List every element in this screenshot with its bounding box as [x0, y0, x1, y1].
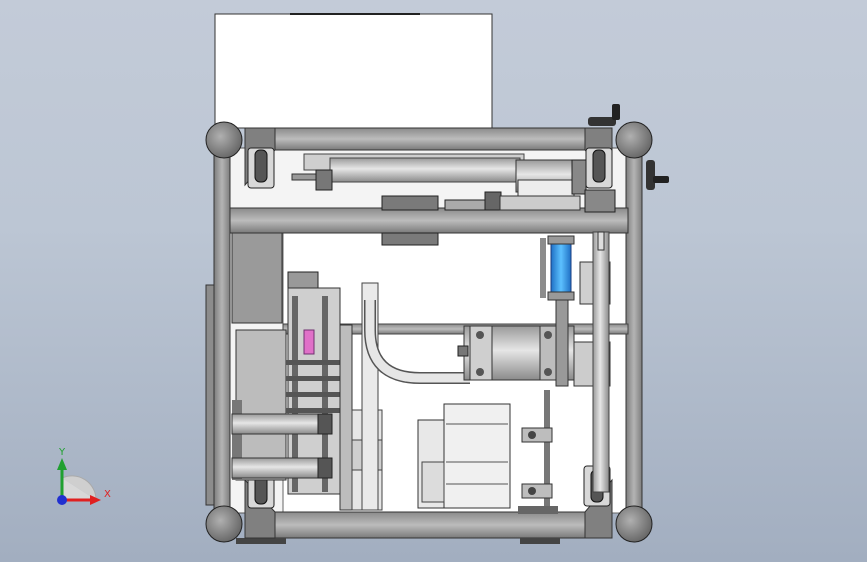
right-fittings: [518, 390, 558, 514]
left-mechanism: [231, 271, 383, 511]
motor-assembly: [457, 261, 611, 387]
corner-joints: [205, 121, 653, 543]
y-axis-label: Y: [58, 447, 66, 458]
x-axis-label: X: [104, 489, 111, 500]
frame-beams: [229, 127, 629, 544]
top-enclosure: [214, 13, 493, 129]
cable-duct: [361, 282, 470, 511]
left-side-plate: [205, 232, 283, 506]
right-tube: [592, 231, 610, 493]
hand-knob-icon: [588, 104, 669, 190]
guide-rail: [282, 323, 629, 335]
blue-cylinder: [540, 235, 575, 301]
beam-components: [381, 189, 616, 246]
frame-posts: [213, 139, 643, 513]
drive-motor: [417, 403, 511, 509]
coordinate-triad-icon: [57, 458, 101, 505]
upper-cylinder: [291, 153, 587, 199]
